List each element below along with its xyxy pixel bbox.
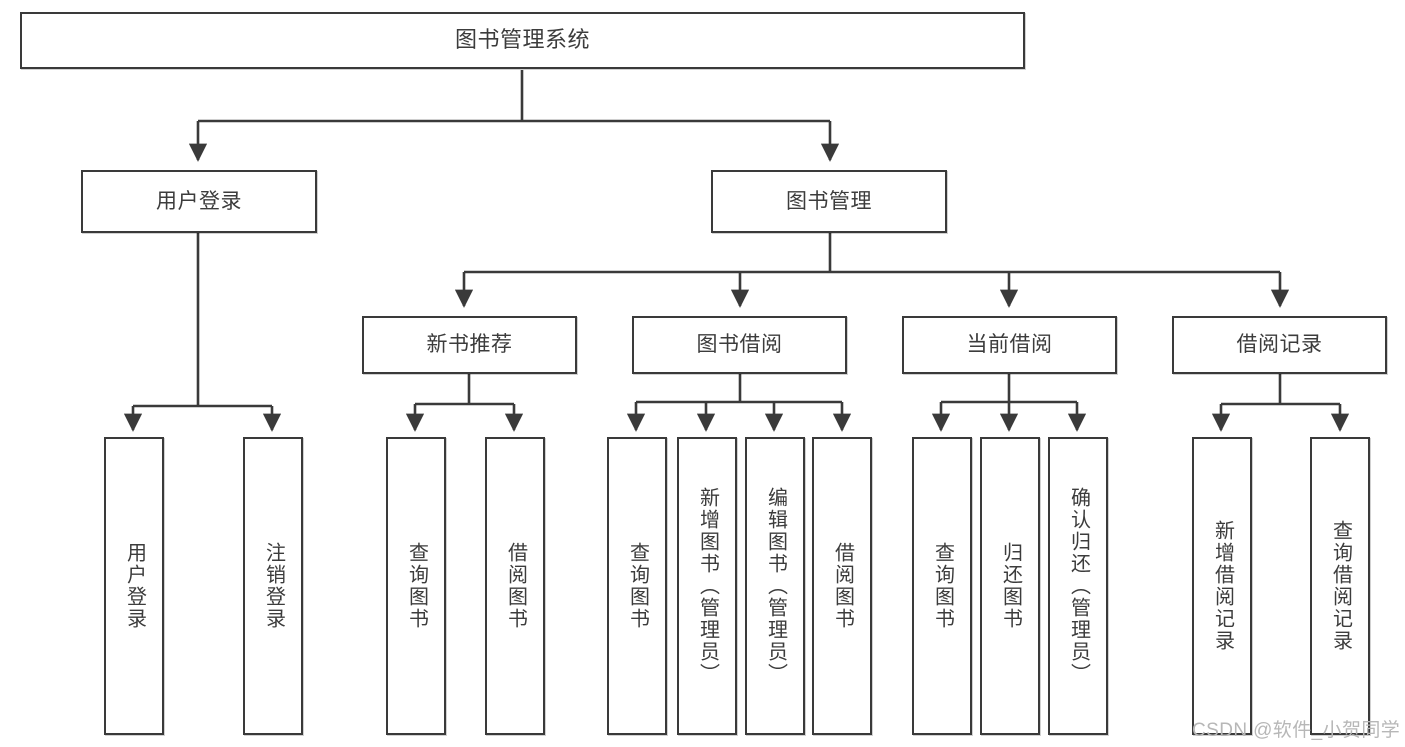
node-label: 确认归还（管理员） xyxy=(1067,487,1090,685)
leaf-borrow-query-book[interactable]: 查询图书 xyxy=(607,437,667,735)
leaf-recommend-borrow-book[interactable]: 借阅图书 xyxy=(485,437,545,735)
watermark-text: CSDN @软件_小贺同学 xyxy=(1192,720,1401,741)
node-label: 用户登录 xyxy=(123,542,146,630)
leaf-record-add-record[interactable]: 新增借阅记录 xyxy=(1192,437,1252,735)
leaf-borrow-edit-book-admin[interactable]: 编辑图书（管理员） xyxy=(745,437,805,735)
leaf-record-query-record[interactable]: 查询借阅记录 xyxy=(1310,437,1370,735)
node-label: 借阅记录 xyxy=(1236,333,1323,357)
node-label: 注销登录 xyxy=(262,542,285,630)
node-label: 查询图书 xyxy=(931,542,954,630)
node-label: 图书借阅 xyxy=(696,333,783,357)
leaf-current-query-book[interactable]: 查询图书 xyxy=(912,437,972,735)
node-label: 借阅图书 xyxy=(504,542,527,630)
leaf-user-login-signin[interactable]: 用户登录 xyxy=(104,437,164,735)
node-label: 借阅图书 xyxy=(831,542,854,630)
node-current-borrow[interactable]: 当前借阅 xyxy=(902,316,1117,374)
node-root-system[interactable]: 图书管理系统 xyxy=(20,12,1025,69)
node-borrow-record[interactable]: 借阅记录 xyxy=(1172,316,1387,374)
node-book-borrow[interactable]: 图书借阅 xyxy=(632,316,847,374)
node-label: 查询图书 xyxy=(405,542,428,630)
node-label: 查询图书 xyxy=(626,542,649,630)
leaf-recommend-query-book[interactable]: 查询图书 xyxy=(386,437,446,735)
leaf-borrow-add-book-admin[interactable]: 新增图书（管理员） xyxy=(677,437,737,735)
node-label: 归还图书 xyxy=(999,542,1022,630)
leaf-user-login-signout[interactable]: 注销登录 xyxy=(243,437,303,735)
leaf-current-confirm-return-admin[interactable]: 确认归还（管理员） xyxy=(1048,437,1108,735)
node-label: 新书推荐 xyxy=(426,333,513,357)
node-label: 图书管理系统 xyxy=(454,27,590,53)
node-label: 查询借阅记录 xyxy=(1329,520,1352,652)
node-label: 编辑图书（管理员） xyxy=(764,487,787,685)
node-label: 新增图书（管理员） xyxy=(696,487,719,685)
node-book-management[interactable]: 图书管理 xyxy=(711,170,947,233)
node-user-login[interactable]: 用户登录 xyxy=(81,170,317,233)
leaf-borrow-borrow-book[interactable]: 借阅图书 xyxy=(812,437,872,735)
node-label: 图书管理 xyxy=(786,189,872,213)
node-label: 新增借阅记录 xyxy=(1211,520,1234,652)
node-label: 当前借阅 xyxy=(966,333,1053,357)
node-label: 用户登录 xyxy=(156,189,242,213)
leaf-current-return-book[interactable]: 归还图书 xyxy=(980,437,1040,735)
node-new-book-recommend[interactable]: 新书推荐 xyxy=(362,316,577,374)
